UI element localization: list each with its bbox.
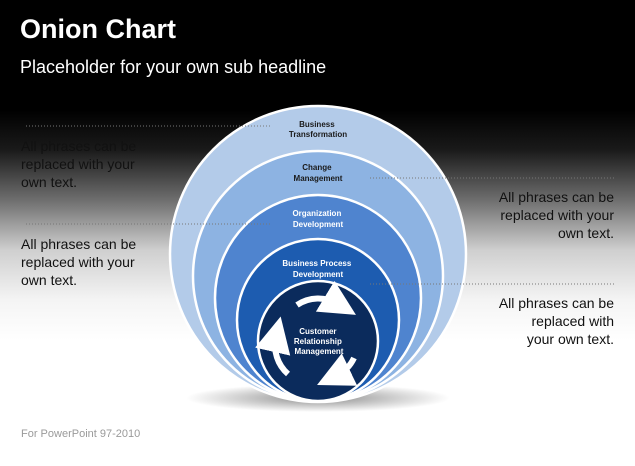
footer-text: For PowerPoint 97-2010 bbox=[21, 428, 141, 440]
layer-label-business-process-development: Business Process Development bbox=[282, 259, 353, 279]
note-text-right-top: All phrases can be replaced with your ow… bbox=[498, 189, 614, 241]
cycle-arrow-left bbox=[255, 316, 291, 377]
note-text-right-bottom: All phrases can be replaced with your ow… bbox=[498, 295, 614, 347]
cycle-arrow-right bbox=[317, 353, 358, 386]
page-subtitle: Placeholder for your own sub headline bbox=[20, 57, 327, 77]
layer-label-organization-development: Organization Development bbox=[292, 209, 343, 229]
layer-label-change-management: Change Management bbox=[294, 163, 343, 183]
page-title: Onion Chart bbox=[20, 14, 176, 44]
cycle-arrow-top bbox=[295, 280, 356, 315]
layer-label-customer-relationship-management: Customer Relationship Management bbox=[294, 327, 344, 356]
note-text-left-bottom: All phrases can be replaced with your ow… bbox=[21, 236, 137, 288]
note-text-left-top: All phrases can be replaced with your ow… bbox=[21, 138, 137, 190]
layer-label-business-transformation: Business Transformation bbox=[289, 120, 347, 139]
